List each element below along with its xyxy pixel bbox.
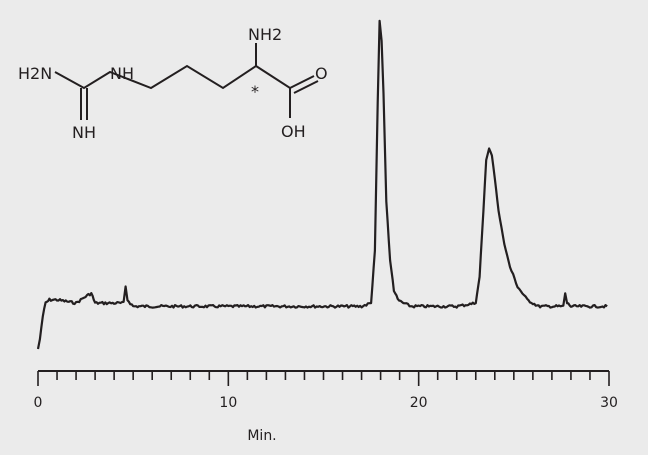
chromatogram-trace (36, 19, 608, 350)
x-axis: 0 10 20 30 (34, 370, 618, 411)
molecule-structure: H2N NH NH NH2 O OH * (18, 25, 328, 142)
x-tick-label: 0 (34, 395, 43, 411)
molecule-label-nh-chain: NH (110, 64, 134, 83)
x-tick-label: 10 (219, 395, 237, 411)
molecule-label-h2n: H2N (18, 64, 52, 83)
molecule-carbonyl-bond-2 (293, 80, 319, 94)
molecule-label-o: O (315, 64, 328, 83)
molecule-label-oh: OH (281, 122, 306, 141)
x-axis-label: Min. (247, 428, 276, 444)
molecule-label-nh2: NH2 (248, 25, 282, 44)
x-tick-label: 20 (410, 395, 428, 411)
molecule-label-nh-imine: NH (72, 123, 96, 142)
molecule-label-chiral-star: * (251, 82, 259, 101)
trace-layer (36, 19, 608, 350)
molecule-chain-bonds (54, 64, 315, 90)
x-tick-label: 30 (600, 395, 618, 411)
